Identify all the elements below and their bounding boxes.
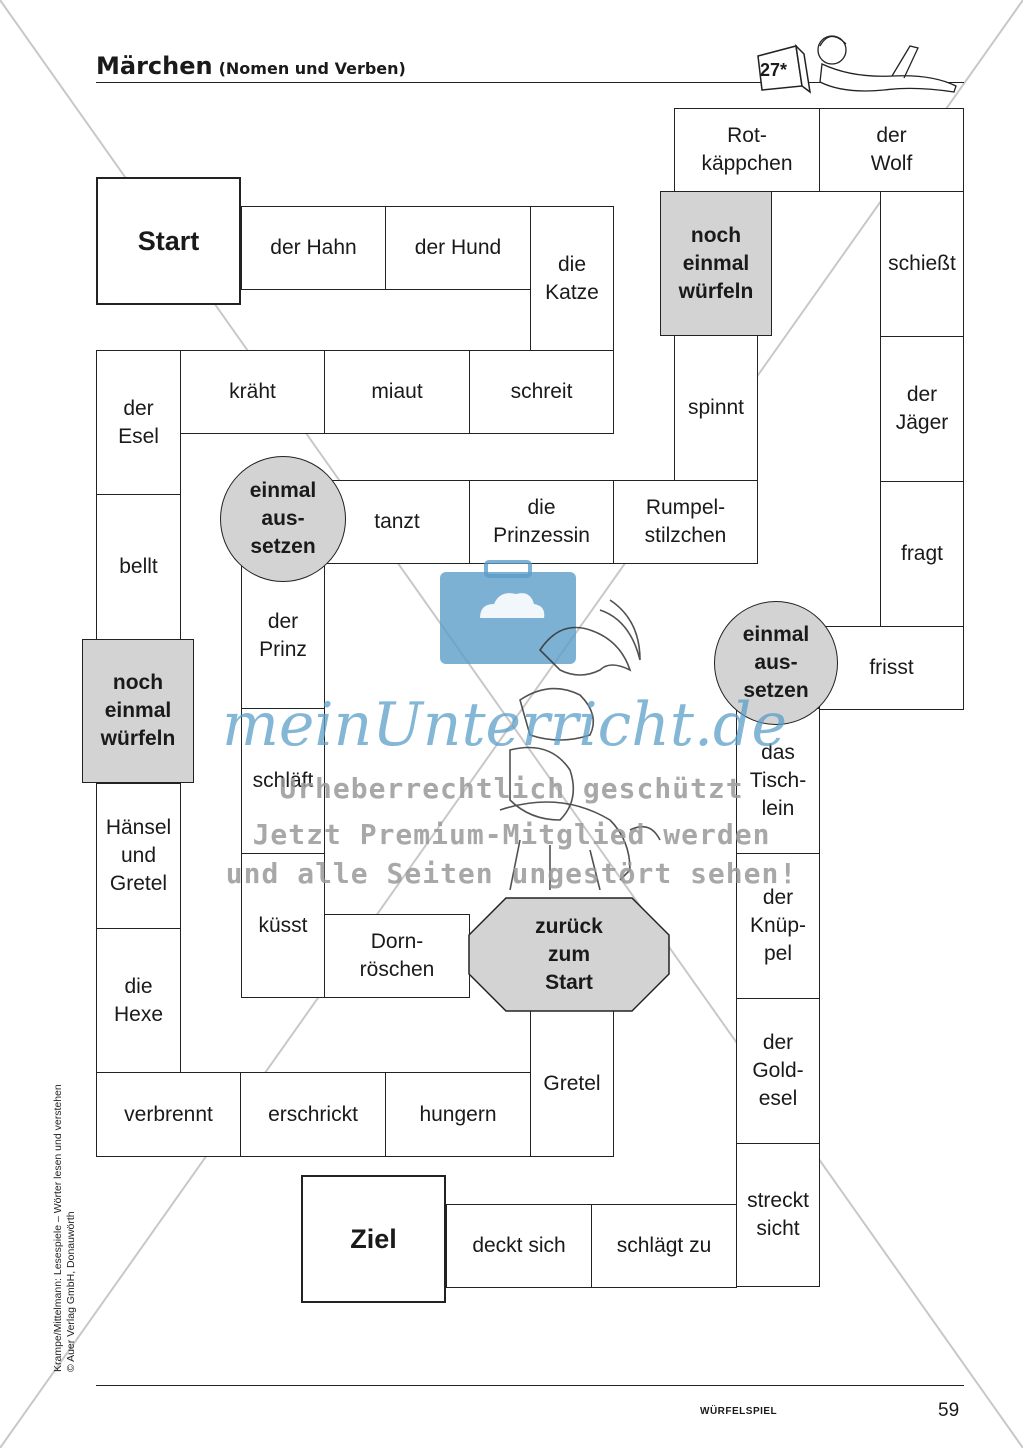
field-spinnt: spinnt	[674, 335, 758, 481]
subtitle-text: (Nomen und Verben)	[218, 59, 406, 78]
field-rotkaeppchen: Rot- käppchen	[674, 108, 820, 192]
field-schiesst: schießt	[880, 191, 964, 337]
field-der-hahn: der Hahn	[241, 206, 386, 290]
field-die-prinzessin: die Prinzessin	[469, 480, 614, 564]
watermark-line-1: Urheberrechtlich geschützt	[279, 772, 744, 805]
field-kuesst: küsst	[241, 853, 325, 998]
back-to-start-octagon	[468, 897, 670, 1012]
field-die-hexe: die Hexe	[96, 928, 181, 1073]
start-field: Start	[96, 177, 241, 305]
field-die-katze: die Katze	[530, 206, 614, 351]
field-das-tischlein: das Tisch- lein	[736, 708, 820, 854]
field-der-esel: der Esel	[96, 350, 181, 495]
field-deckt-sich: deckt sich	[446, 1204, 592, 1288]
roll-again-field-right: noch einmal würfeln	[660, 191, 772, 336]
header-rule	[96, 82, 964, 83]
field-tanzt: tanzt	[324, 480, 470, 564]
credit-line-1: Krampe/Mittelmann: Lesespiele – Wörter l…	[52, 1084, 64, 1372]
field-verbrennt: verbrennt	[96, 1072, 241, 1157]
footer-rule	[96, 1385, 964, 1386]
field-dornroeschen: Dorn- röschen	[324, 914, 470, 998]
watermark-line-3: und alle Seiten ungestört sehen!	[225, 857, 798, 890]
footer-label: WÜRFELSPIEL	[700, 1406, 778, 1417]
briefcase-watermark-icon	[440, 560, 576, 664]
watermark-logo: meinUnterricht.de	[222, 690, 787, 760]
field-hungern: hungern	[385, 1072, 531, 1157]
field-bellt: bellt	[96, 494, 181, 640]
field-schreit: schreit	[469, 350, 614, 434]
book-badge: 27*	[760, 60, 788, 80]
field-kraeht: kräht	[180, 350, 325, 434]
goal-field: Ziel	[301, 1175, 446, 1303]
field-der-jaeger: der Jäger	[880, 336, 964, 482]
watermark-line-2: Jetzt Premium-Mitglied werden	[252, 818, 771, 851]
page-title: Märchen (Nomen und Verben)	[96, 52, 406, 80]
field-rumpelstilzchen: Rumpel- stilzchen	[613, 480, 758, 564]
publisher-credit: Krampe/Mittelmann: Lesespiele – Wörter l…	[52, 1084, 78, 1372]
title-text: Märchen	[96, 52, 213, 80]
reading-child-icon	[757, 35, 957, 94]
skip-turn-circle-right: einmal aus- setzen	[714, 601, 838, 725]
field-frisst: frisst	[819, 626, 964, 710]
field-fragt: fragt	[880, 481, 964, 627]
field-streckt-sicht: streckt sicht	[736, 1143, 820, 1287]
field-schlaegt-zu: schlägt zu	[591, 1204, 737, 1288]
field-gretel: Gretel	[530, 1010, 614, 1157]
credit-line-2: © Auer Verlag GmbH, Donauwörth	[65, 1211, 77, 1372]
field-der-wolf: der Wolf	[819, 108, 964, 192]
skip-turn-circle-left: einmal aus- setzen	[220, 456, 346, 582]
roll-again-field-left: noch einmal würfeln	[82, 639, 194, 783]
field-der-prinz: der Prinz	[241, 563, 325, 709]
field-schlaeft: schläft	[241, 708, 325, 854]
field-miaut: miaut	[324, 350, 470, 434]
bremen-musicians-illustration	[499, 599, 661, 890]
field-der-hund: der Hund	[385, 206, 531, 290]
page-number: 59	[938, 1400, 960, 1421]
field-erschrickt: erschrickt	[240, 1072, 386, 1157]
field-der-goldesel: der Gold- esel	[736, 998, 820, 1144]
back-to-start-label: zurück zum Start	[535, 914, 603, 994]
